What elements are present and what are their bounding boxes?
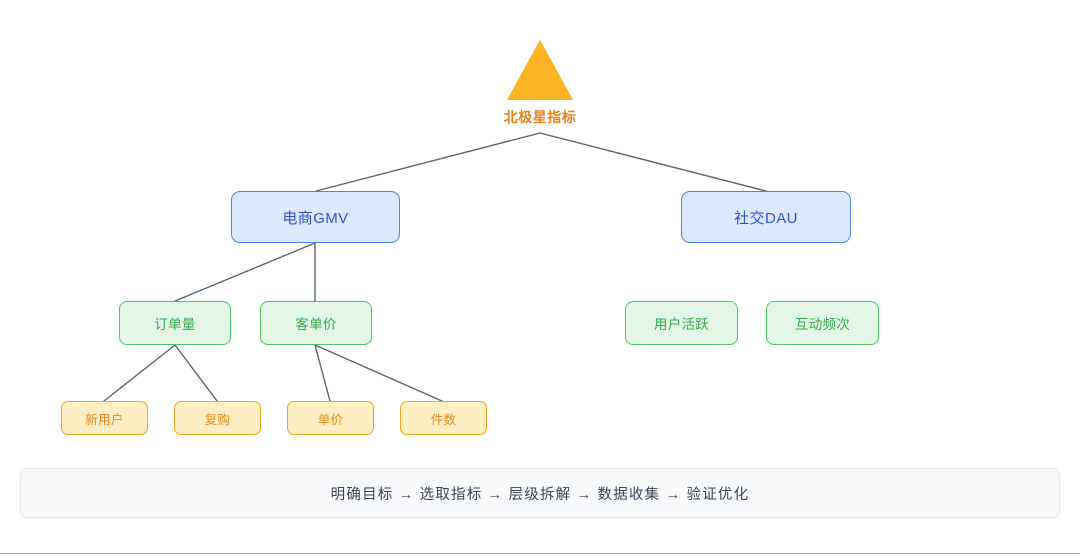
edge-aov-to-unitprice bbox=[314, 344, 331, 402]
node-ecommerce-gmv[interactable]: 电商GMV bbox=[231, 191, 400, 243]
edge-orders-to-newusers bbox=[103, 344, 176, 402]
node-interaction-frequency[interactable]: 互动频次 bbox=[766, 301, 879, 345]
edge-orders-to-repurchase bbox=[174, 344, 218, 402]
node-average-order-value[interactable]: 客单价 bbox=[260, 301, 372, 345]
node-unit-price[interactable]: 单价 bbox=[287, 401, 374, 435]
node-item-count[interactable]: 件数 bbox=[400, 401, 487, 435]
edge-northstar-to-social-dau bbox=[539, 132, 767, 192]
node-label: 用户活跃 bbox=[653, 317, 710, 332]
edge-northstar-to-ecommerce-gmv bbox=[315, 132, 541, 192]
node-label: 电商GMV bbox=[282, 209, 349, 227]
node-new-users[interactable]: 新用户 bbox=[61, 401, 148, 435]
north-star-label: 北极星指标 bbox=[503, 109, 577, 125]
north-star-node[interactable]: 北极星指标 bbox=[490, 40, 590, 132]
node-user-activity[interactable]: 用户活跃 bbox=[625, 301, 738, 345]
node-social-dau[interactable]: 社交DAU bbox=[681, 191, 851, 243]
node-label: 件数 bbox=[430, 412, 457, 427]
triangle-icon bbox=[507, 40, 573, 100]
node-repurchase[interactable]: 复购 bbox=[174, 401, 261, 435]
node-label: 订单量 bbox=[154, 317, 196, 332]
process-steps-text: 明确目标 → 选取指标 → 层级拆解 → 数据收集 → 验证优化 bbox=[330, 486, 750, 503]
node-label: 新用户 bbox=[85, 412, 124, 427]
node-label: 互动频次 bbox=[794, 317, 851, 332]
node-label: 社交DAU bbox=[734, 209, 798, 227]
node-label: 单价 bbox=[317, 412, 344, 427]
node-label: 客单价 bbox=[295, 317, 337, 332]
node-order-volume[interactable]: 订单量 bbox=[119, 301, 231, 345]
edge-aov-to-quantity bbox=[314, 344, 443, 402]
page-bottom-divider bbox=[0, 553, 1080, 554]
node-label: 复购 bbox=[204, 412, 231, 427]
edge-gmv-to-orders bbox=[174, 242, 316, 302]
process-steps-panel: 明确目标 → 选取指标 → 层级拆解 → 数据收集 → 验证优化 bbox=[20, 468, 1060, 518]
